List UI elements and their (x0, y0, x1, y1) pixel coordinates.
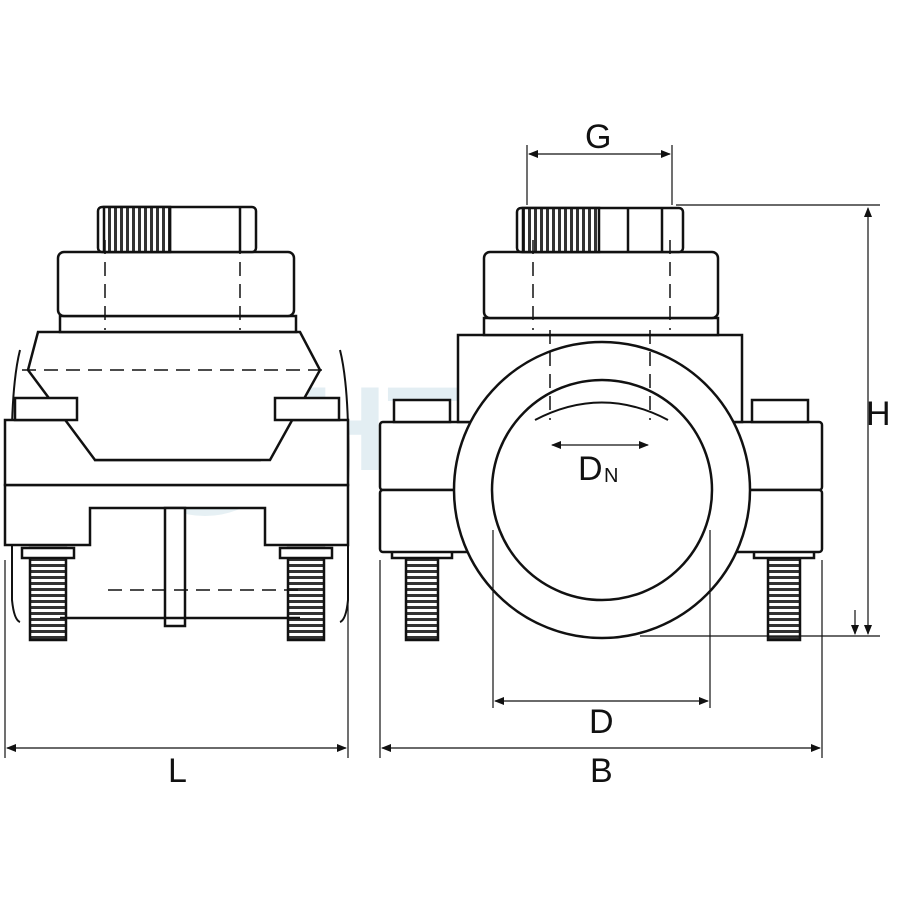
side-view (3, 205, 350, 642)
label-g: G (585, 118, 611, 156)
left-bolt-left (20, 546, 76, 642)
front-view-centerlines (532, 240, 671, 420)
label-b: B (590, 752, 613, 790)
label-h: H (866, 395, 891, 433)
side-view-centerlines (22, 240, 330, 591)
left-bolt-right (278, 546, 334, 642)
label-l: L (168, 752, 187, 790)
label-d: D (589, 703, 614, 741)
dimension-lines (4, 145, 880, 758)
label-dn: D (578, 450, 603, 488)
label-dn-subscript: N (604, 465, 618, 487)
front-view (378, 206, 824, 642)
